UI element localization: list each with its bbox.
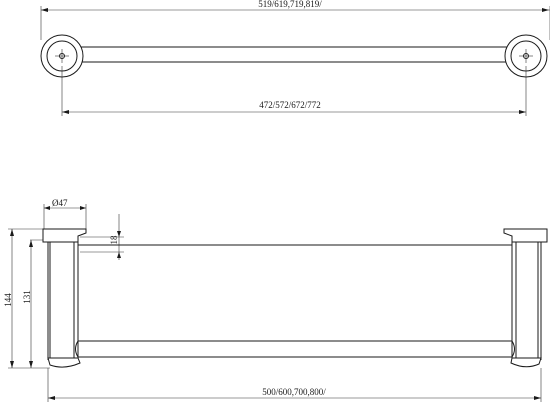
bottom-length-label: 500/600,700,800/ — [262, 387, 326, 397]
base-diameter-label: Ø47 — [52, 198, 68, 208]
lower-bar — [75, 340, 515, 358]
top-center-distance-label: 472/572/672/772 — [259, 100, 321, 110]
top-view: 519/619,719,819/ 472/572/672/772 — [40, 0, 550, 116]
arrow-right — [542, 8, 549, 12]
arrow-left — [41, 8, 48, 12]
left-flange — [40, 34, 84, 78]
height-overall-label: 144 — [3, 293, 13, 307]
left-bracket — [42, 228, 87, 368]
right-flange — [504, 34, 548, 78]
right-bracket — [503, 228, 548, 368]
side-view: Ø47 18 144 131 — [3, 198, 548, 402]
top-overall-length-label: 519/619,719,819/ — [258, 0, 322, 9]
bar-gap-label: 18 — [109, 235, 119, 245]
height-inner-label: 131 — [22, 290, 32, 304]
